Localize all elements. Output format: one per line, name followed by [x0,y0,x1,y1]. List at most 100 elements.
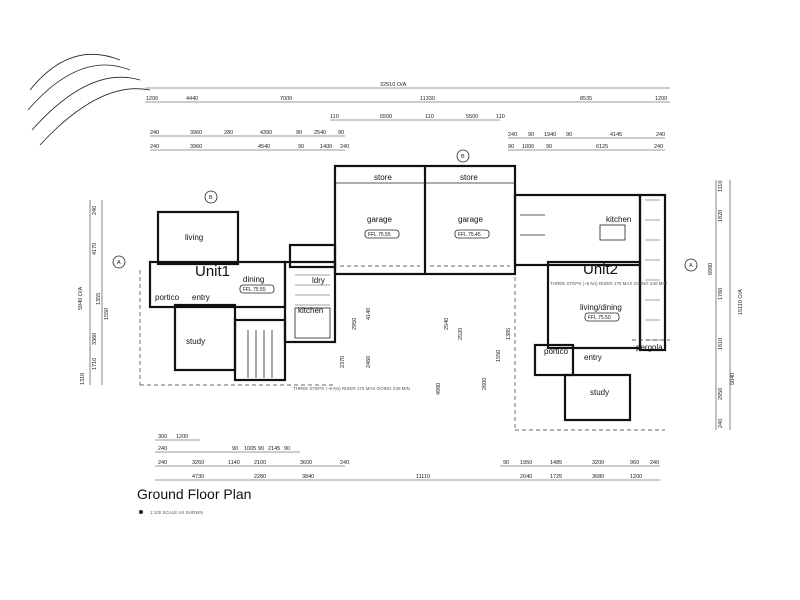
svg-text:90: 90 [296,130,302,136]
svg-text:1485: 1485 [550,460,562,466]
room-ldry1: ldry [312,276,325,285]
svg-text:3200: 3200 [592,460,604,466]
svg-text:90: 90 [298,144,304,150]
svg-text:2950: 2950 [352,318,358,330]
svg-text:A: A [117,260,121,266]
svg-text:240: 240 [150,130,159,136]
svg-text:B: B [209,195,213,201]
street-arcs [27,53,151,146]
svg-text:3600: 3600 [300,460,312,466]
room-portico1: portico [155,293,180,302]
svg-text:2040: 2040 [520,474,532,480]
unit1-plan: living dining FFL 75.55 Unit1 portico en… [148,210,410,391]
svg-text:90: 90 [566,132,572,138]
svg-text:240: 240 [650,460,659,466]
room-study1: study [186,337,205,346]
svg-text:240: 240 [654,144,663,150]
room-store-left: store [374,173,392,182]
svg-text:4145: 4145 [610,132,622,138]
svg-text:240: 240 [158,446,167,452]
svg-text:110: 110 [425,114,434,120]
center-vertical-dims: 2950 4140 2460 2370 2540 4980 2520 2600 … [340,308,512,395]
svg-text:5040: 5040 [730,373,736,385]
bottom-dimensions: 300 1200 240 90 1005 90 2145 90 240 3260… [155,434,660,481]
room-kitchen1: kitchen [298,306,323,315]
svg-text:1110: 1110 [718,181,724,192]
svg-text:1550: 1550 [496,350,502,362]
garage-block: store store garage garage FFL 75.55 FFL … [333,164,517,276]
svg-text:1200: 1200 [176,434,188,440]
svg-text:4730: 4730 [192,474,204,480]
svg-text:90: 90 [232,446,238,452]
unit2-label: Unit2 [583,261,618,278]
svg-text:90: 90 [546,144,552,150]
room-garage-right: garage [458,215,483,224]
right-vertical-dims: 1110 1820 6980 1760 15110 O/A 1610 5040 … [708,180,744,430]
svg-text:FFL 75.55: FFL 75.55 [243,287,266,293]
left-vertical-dims: 240 4170 5940 O/A 1355 1550 3360 1710 13… [78,200,110,385]
svg-text:1000: 1000 [522,144,534,150]
svg-text:1550: 1550 [104,308,110,320]
svg-text:8535: 8535 [580,96,592,102]
svg-text:1760: 1760 [718,288,724,300]
svg-text:3960: 3960 [190,130,202,136]
svg-text:1940: 1940 [544,132,556,138]
svg-text:240: 240 [656,132,665,138]
svg-text:7000: 7000 [280,96,292,102]
room-living-dining2: living/dining [580,303,622,312]
svg-text:2520: 2520 [458,328,464,340]
svg-text:2540: 2540 [314,130,326,136]
svg-text:THREE STEPS (~6 No) RISER 175: THREE STEPS (~6 No) RISER 175 MAX GOING … [550,281,667,286]
svg-text:960: 960 [630,460,639,466]
svg-text:3680: 3680 [592,474,604,480]
svg-text:5500: 5500 [380,114,392,120]
svg-text:2540: 2540 [444,318,450,330]
svg-text:6125: 6125 [596,144,608,150]
unit1-label: Unit1 [195,263,230,280]
room-study2: study [590,388,609,397]
svg-text:3260: 3260 [192,460,204,466]
room-garage-left: garage [367,215,392,224]
dim-overall: 32510 O/A [380,82,407,88]
svg-text:240: 240 [150,144,159,150]
svg-text:4140: 4140 [366,308,372,320]
svg-text:2145: 2145 [268,446,280,452]
room-dining: dining [243,275,264,284]
svg-text:240: 240 [718,419,724,428]
svg-text:FFL 75.45: FFL 75.45 [458,232,481,238]
svg-text:1400: 1400 [320,144,332,150]
scale-note: 1:100 SCALE AS SHOWN [150,510,203,515]
svg-text:3840: 3840 [302,474,314,480]
svg-text:280: 280 [224,130,233,136]
svg-text:1140: 1140 [228,460,240,466]
room-entry2: entry [584,353,602,362]
svg-text:1710: 1710 [92,358,98,370]
svg-text:2600: 2600 [482,378,488,390]
svg-text:240: 240 [340,460,349,466]
svg-text:2950: 2950 [718,388,724,400]
svg-text:1820: 1820 [718,210,724,222]
svg-text:4540: 4540 [258,144,270,150]
svg-text:4170: 4170 [92,243,98,255]
room-living: living [185,233,203,242]
svg-text:4390: 4390 [260,130,272,136]
top-dimensions: 32510 O/A 1200 4440 7000 11330 8535 1200… [145,82,670,151]
svg-text:1005: 1005 [244,446,256,452]
svg-text:90: 90 [338,130,344,136]
svg-text:1725: 1725 [550,474,562,480]
svg-text:110: 110 [496,114,505,120]
svg-text:15110 O/A: 15110 O/A [738,289,744,315]
room-kitchen2: kitchen [606,215,631,224]
svg-text:1200: 1200 [146,96,158,102]
svg-text:240: 240 [92,206,98,215]
svg-text:1200: 1200 [655,96,667,102]
room-entry1: entry [192,293,210,302]
room-portico2: portico [544,347,569,356]
drawing-title: Ground Floor Plan [137,486,251,502]
svg-text:2100: 2100 [254,460,266,466]
svg-text:1385: 1385 [506,328,512,340]
svg-text:2280: 2280 [254,474,266,480]
room-pergola: pergola [636,343,663,352]
svg-text:90: 90 [528,132,534,138]
